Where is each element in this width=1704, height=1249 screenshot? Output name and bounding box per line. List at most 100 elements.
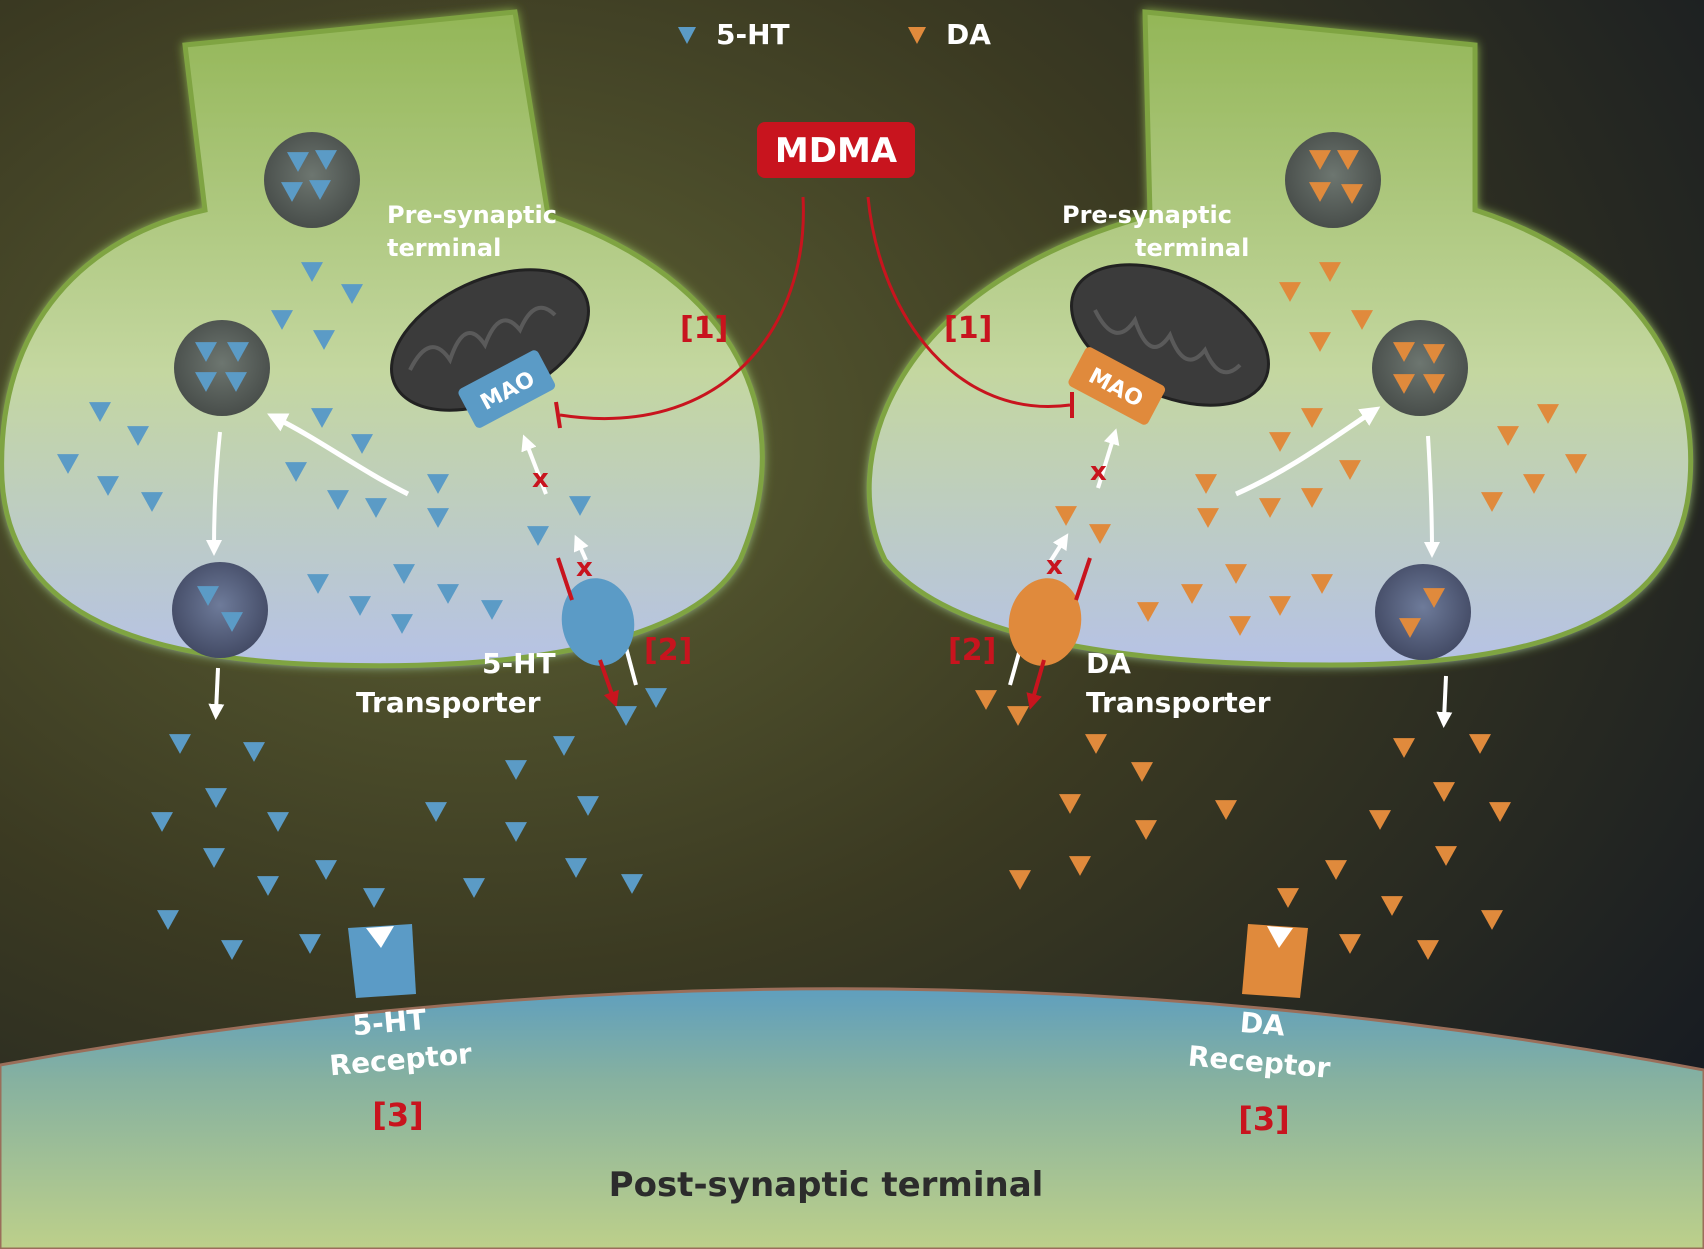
left-vesicle-top (264, 132, 360, 228)
serotonin-molecule (203, 848, 225, 868)
mdma-box: MDMA (757, 122, 915, 178)
right-terminal-title-line1: Pre-synaptic (1062, 201, 1232, 229)
right-vesicle-middle (1372, 320, 1468, 416)
dopamine-molecule (1393, 374, 1415, 394)
serotonin-molecule (285, 462, 307, 482)
right-ref-mao: [1] (944, 311, 992, 346)
dopamine-molecule (1565, 454, 1587, 474)
serotonin-molecule (151, 812, 173, 832)
serotonin-molecule (311, 408, 333, 428)
serotonin-receptor (348, 924, 416, 998)
dopamine-molecules (975, 150, 1587, 960)
left-transporter-uptake-arrow (573, 534, 589, 561)
serotonin-molecule (425, 802, 447, 822)
right-transporter-uptake-arrow (1048, 533, 1069, 564)
dopamine-molecule (1423, 374, 1445, 394)
serotonin-molecule (393, 564, 415, 584)
serotonin-receptor-label-line1: 5-HT (351, 1003, 427, 1042)
right-terminal-title-line2: terminal (1135, 234, 1249, 262)
dopamine-molecule (975, 690, 997, 710)
dopamine-molecule (1339, 460, 1361, 480)
serotonin-molecule (505, 822, 527, 842)
right-ref-transporter: [2] (948, 633, 996, 668)
post-synaptic-terminal (0, 987, 1704, 1249)
legend-dopamine-label: DA (946, 18, 991, 51)
serotonin-molecule (645, 688, 667, 708)
serotonin-molecule (301, 262, 323, 282)
dopamine-molecule (1269, 432, 1291, 452)
dopamine-molecule (1417, 940, 1439, 960)
mdma-inhibition-bar-left (554, 401, 562, 429)
legend-serotonin-marker (678, 27, 696, 44)
left-transporter-efflux-arrow (598, 659, 619, 708)
serotonin-molecule (309, 180, 331, 200)
left-terminal-title-line1: Pre-synaptic (387, 201, 557, 229)
serotonin-molecule (127, 426, 149, 446)
dopamine-molecule (1393, 342, 1415, 362)
dopamine-molecule (1399, 618, 1421, 638)
serotonin-molecule (205, 788, 227, 808)
serotonin-molecule (195, 342, 217, 362)
dopamine-molecule (1225, 564, 1247, 584)
serotonin-molecule (243, 742, 265, 762)
dopamine-molecule (1135, 820, 1157, 840)
dopamine-molecule (1481, 910, 1503, 930)
dopamine-molecule (1069, 856, 1091, 876)
right-ref-receptor: [3] (1238, 1100, 1290, 1138)
right-block-mark-transporter: x (1046, 551, 1063, 581)
serotonin-molecule (221, 612, 243, 632)
left-vesicle-transport-arrow (206, 431, 223, 556)
dopamine-molecule (1341, 184, 1363, 204)
serotonin-molecule (225, 372, 247, 392)
dopamine-molecule (1277, 888, 1299, 908)
dopamine-molecule (1489, 802, 1511, 822)
dopamine-transporter-label-line1: DA (1086, 647, 1131, 680)
serotonin-molecule (481, 600, 503, 620)
right-block-mark-mao: x (1090, 457, 1107, 487)
dopamine-molecule (1325, 860, 1347, 880)
dopamine-molecule (1311, 574, 1333, 594)
dopamine-molecule (1469, 734, 1491, 754)
dopamine-molecule (1337, 150, 1359, 170)
legend: 5-HT DA (678, 18, 991, 51)
serotonin-molecule (281, 182, 303, 202)
serotonin-molecule (315, 150, 337, 170)
serotonin-molecule (427, 474, 449, 494)
serotonin-molecule (227, 342, 249, 362)
serotonin-molecule (141, 492, 163, 512)
dopamine-molecule (1339, 934, 1361, 954)
serotonin-molecule (527, 526, 549, 546)
serotonin-transporter (561, 578, 635, 666)
dopamine-molecule (1423, 588, 1445, 608)
serotonin-molecule (351, 434, 373, 454)
serotonin-molecule (577, 796, 599, 816)
legend-dopamine-marker (908, 27, 926, 44)
serotonin-molecule (365, 498, 387, 518)
dopamine-molecule (1085, 734, 1107, 754)
dopamine-molecule (1301, 408, 1323, 428)
right-reuptake-to-vesicle-arrow (1234, 406, 1381, 497)
serotonin-molecule (157, 910, 179, 930)
dopamine-molecule (1009, 870, 1031, 890)
serotonin-molecule (287, 152, 309, 172)
serotonin-molecule (57, 454, 79, 474)
serotonin-molecule (221, 940, 243, 960)
serotonin-molecule (195, 372, 217, 392)
mdma-label: MDMA (775, 131, 898, 171)
dopamine-molecule (1131, 762, 1153, 782)
dopamine-molecule (1369, 810, 1391, 830)
dopamine-molecule (1269, 596, 1291, 616)
serotonin-molecule (505, 760, 527, 780)
dopamine-molecule (1523, 474, 1545, 494)
left-block-mark-mao: x (532, 464, 549, 494)
dopamine-molecule (1089, 524, 1111, 544)
serotonin-molecule (327, 490, 349, 510)
left-ref-mao: [1] (680, 311, 728, 346)
dopamine-molecule (1137, 602, 1159, 622)
right-vesicle-docking (1375, 564, 1471, 660)
right-transporter-red-line (1074, 557, 1092, 601)
serotonin-molecule (307, 574, 329, 594)
dopamine-molecule (1301, 488, 1323, 508)
left-ref-transporter: [2] (644, 633, 692, 668)
serotonin-molecule (427, 508, 449, 528)
